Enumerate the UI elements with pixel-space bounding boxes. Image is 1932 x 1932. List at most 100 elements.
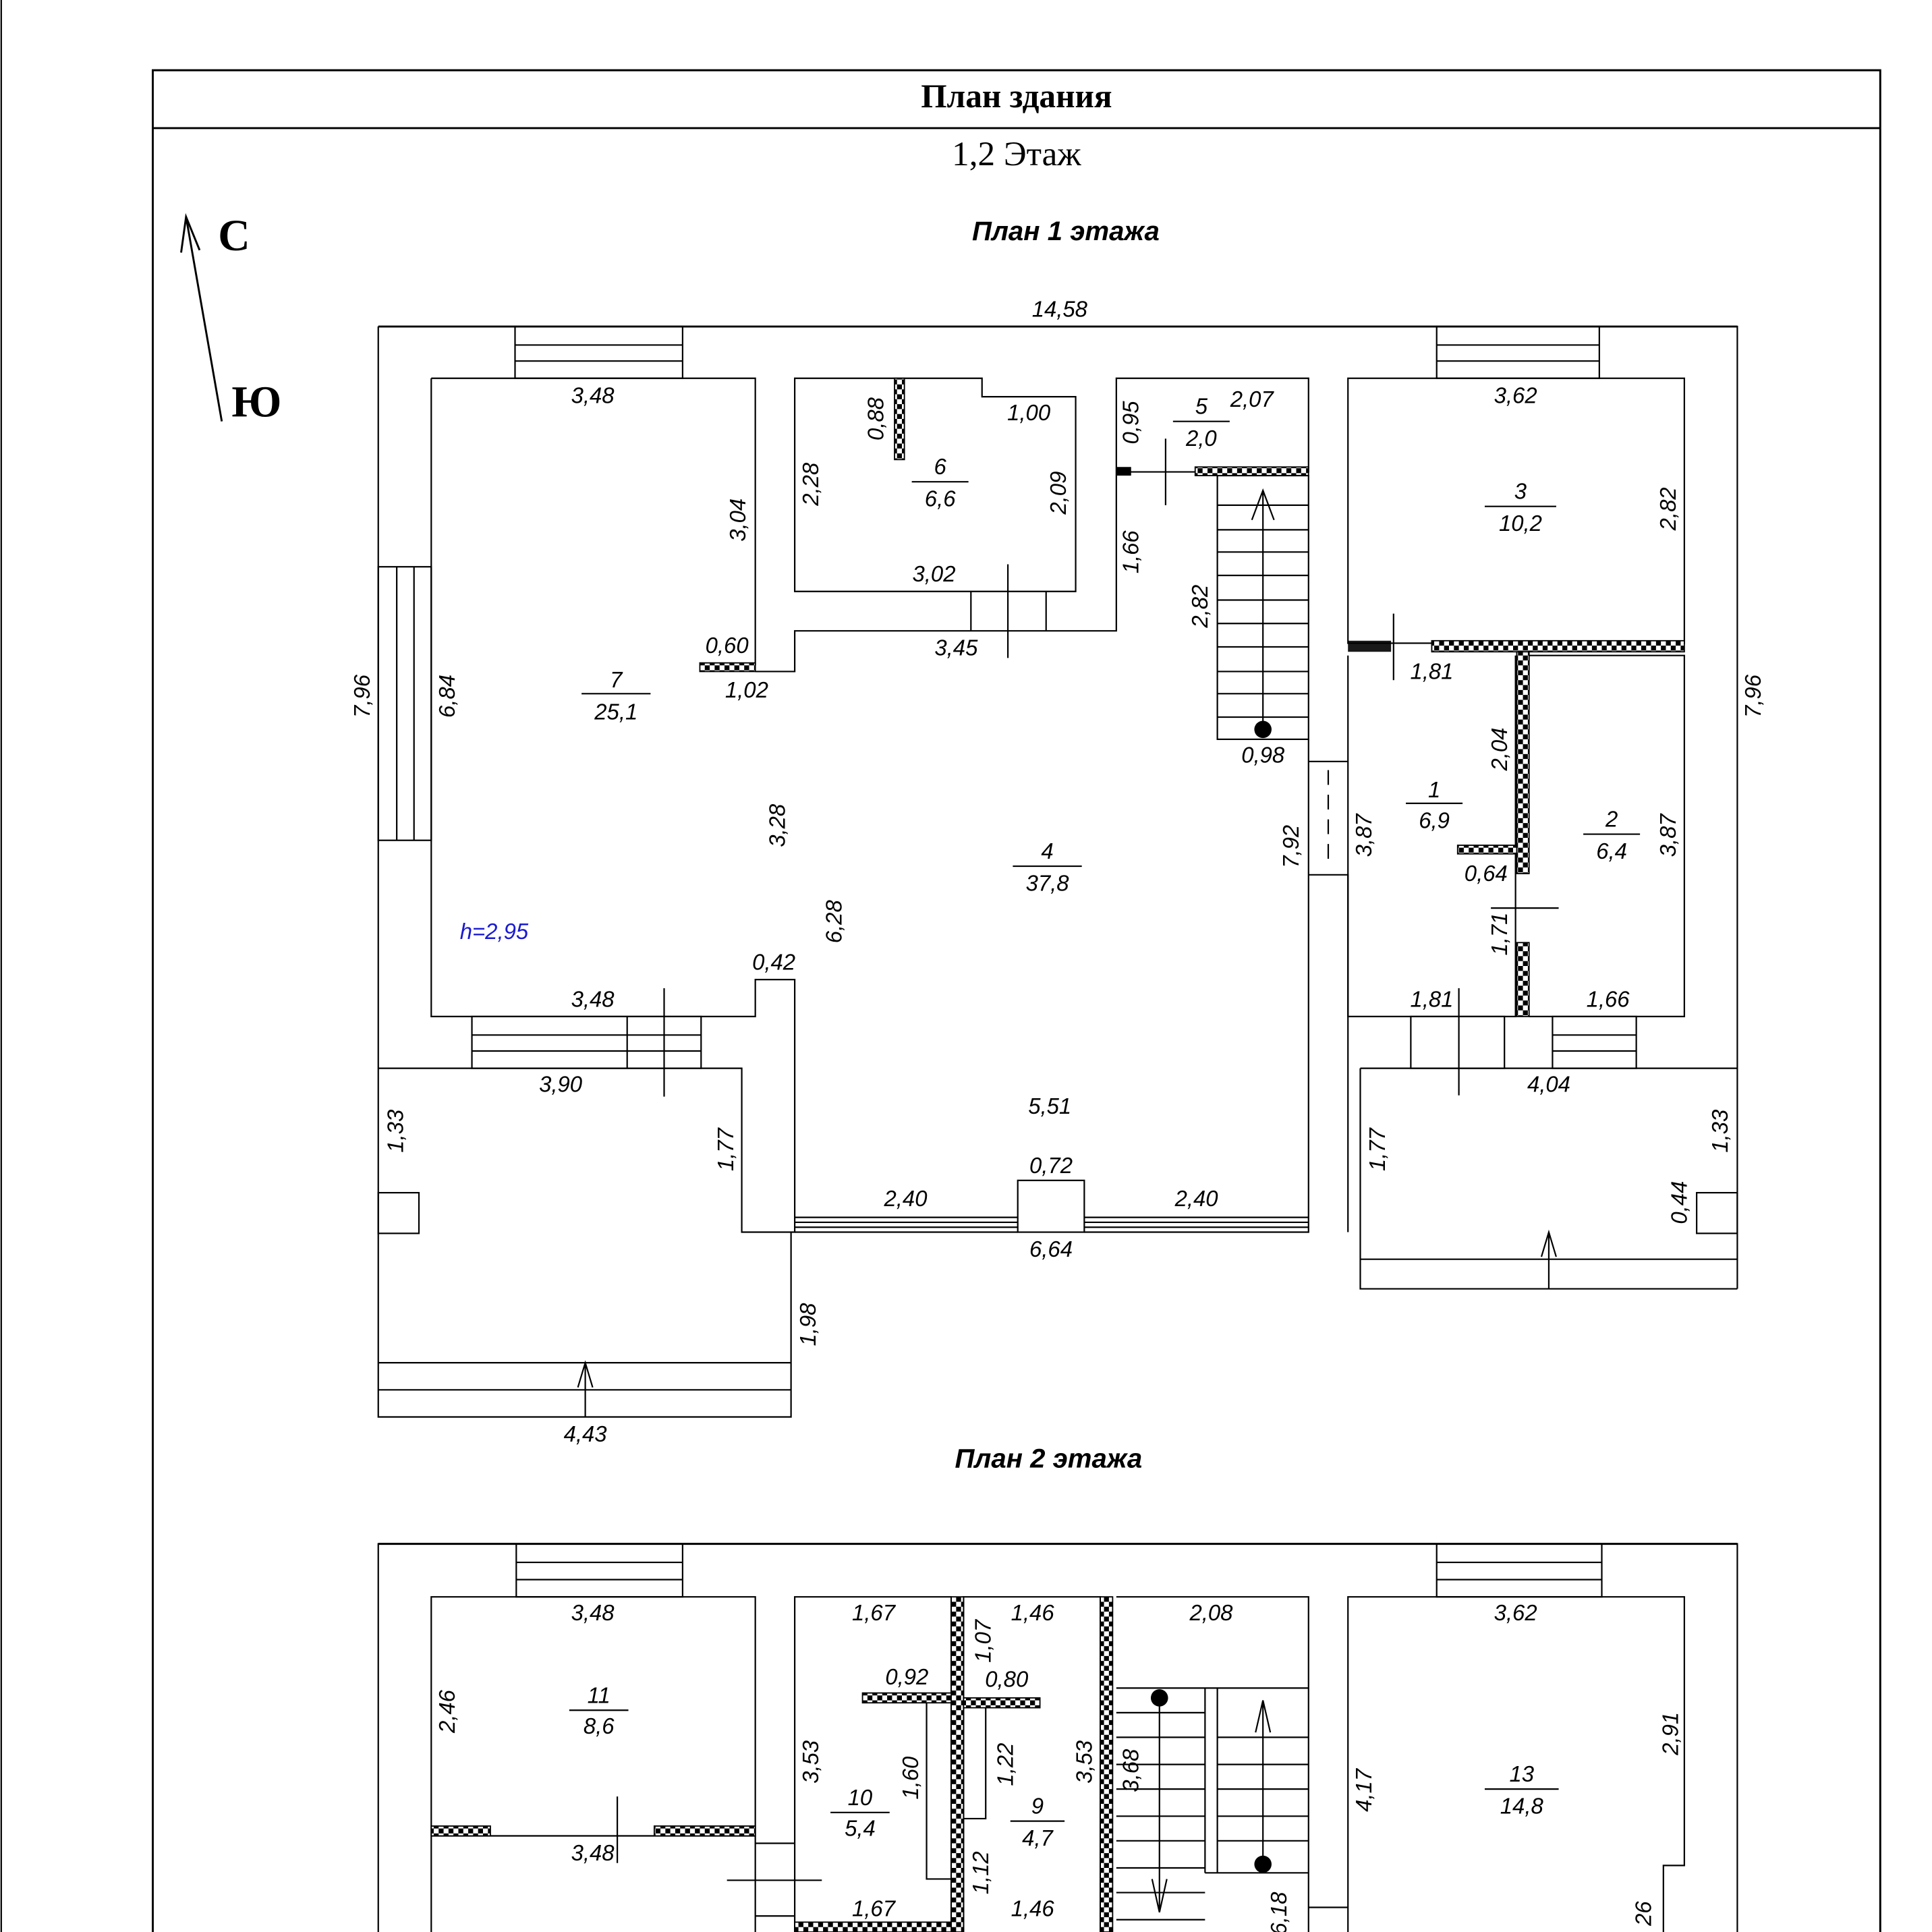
dimension: 0,80 [985, 1667, 1028, 1692]
dimension: 3,45 [934, 635, 978, 660]
room-1-label: 16,9 [1406, 777, 1463, 832]
dimension: 3,48 [571, 1600, 615, 1625]
dimension: 1,33 [1707, 1110, 1732, 1153]
dimension: 3,90 [539, 1071, 582, 1096]
plan-2-staircase [1116, 1688, 1309, 1921]
compass-south-label: Ю [231, 377, 281, 426]
room-area: 6,4 [1596, 839, 1627, 863]
title-block: План здания 1,2 Этаж [152, 69, 1881, 1932]
dimension: 0,98 [1241, 743, 1285, 768]
dimension: 2,09 [1046, 472, 1071, 515]
dimension: 3,53 [1071, 1740, 1096, 1784]
room-area: 6,6 [925, 486, 956, 511]
ceiling-height-note: h=2,95 [460, 919, 529, 944]
dimension: 3,87 [1351, 813, 1376, 857]
dimension: 1,07 [971, 1618, 996, 1663]
room-area: 5,4 [845, 1816, 876, 1841]
compass-arrow-icon: С Ю [180, 211, 281, 426]
dimension: 0,88 [863, 397, 888, 441]
floor-plan-1: План 1 этажа 725,1 66,6 52,0 310,2 16,9 … [349, 216, 1765, 1446]
dimension: 5,51 [1028, 1093, 1071, 1118]
room-number: 6 [934, 454, 947, 479]
plan-1-title: План 1 этажа [972, 216, 1160, 246]
room-number: 5 [1195, 394, 1208, 419]
room-5-label: 52,0 [1172, 394, 1230, 451]
dimension: 1,12 [968, 1851, 993, 1894]
dimension: 4,17 [1351, 1767, 1376, 1812]
dimension: 3,62 [1494, 1600, 1537, 1625]
dimension: 3,48 [571, 1840, 615, 1865]
sheet-title: План здания [921, 78, 1112, 115]
plan-1-dimensions-vertical: 0,88 0,95 2,28 2,09 3,04 2,82 1,66 2,82 … [349, 397, 1765, 1346]
dimension: 7,96 [1740, 674, 1765, 718]
dimension: 0,60 [706, 633, 749, 658]
plan-1-walls [377, 325, 1738, 1418]
plan-2-walls [377, 1543, 1738, 1932]
dimension: 3,48 [571, 382, 615, 407]
room-area: 37,8 [1026, 871, 1070, 896]
dimension: 4,43 [564, 1421, 607, 1446]
room-number: 9 [1031, 1794, 1044, 1819]
plan-1-staircase [1216, 474, 1309, 741]
dimension: 14,58 [1032, 296, 1088, 321]
room-area: 10,2 [1499, 511, 1542, 536]
room-number: 1 [1428, 777, 1440, 802]
plan-1-room-labels: 725,1 66,6 52,0 310,2 16,9 26,4 437,8 h=… [460, 394, 1641, 944]
dimension: 1,77 [1365, 1127, 1390, 1171]
dimension: 3,48 [571, 986, 615, 1011]
dimension: 3,04 [725, 499, 750, 542]
room-area: 6,9 [1419, 807, 1450, 832]
room-number: 13 [1509, 1761, 1534, 1786]
room-6-label: 66,6 [911, 454, 969, 511]
dimension: 6,18 [1266, 1892, 1291, 1932]
dimension: 2,07 [1230, 387, 1275, 411]
dimension: 2,40 [884, 1186, 928, 1211]
dimension: 1,33 [382, 1110, 407, 1153]
room-number: 3 [1514, 479, 1527, 504]
dimension: 1,22 [992, 1743, 1017, 1786]
dimension: 4,04 [1527, 1071, 1570, 1096]
dimension: 1,98 [795, 1303, 820, 1346]
room-4-label: 437,8 [1013, 839, 1082, 896]
dimension: 1,00 [1007, 400, 1050, 425]
dimension: 1,67 [852, 1600, 897, 1625]
dimension: 3,28 [765, 803, 790, 847]
dimension: 2,28 [798, 462, 823, 507]
plan-2-dimensions-horizontal: 3,48 1,67 1,46 2,08 3,62 0,92 0,80 3,48 … [571, 1600, 1537, 1921]
dimension: 3,68 [1118, 1749, 1143, 1792]
dimension: 3,02 [913, 561, 956, 586]
room-number: 7 [610, 667, 623, 692]
room-area: 14,8 [1500, 1794, 1544, 1819]
room-number: 2 [1605, 807, 1618, 832]
dimension: 0,42 [752, 949, 795, 974]
compass-north-label: С [218, 211, 250, 260]
dimension: 2,08 [1189, 1600, 1233, 1625]
dimension: 1,46 [1011, 1896, 1055, 1921]
dimension: 2,46 [434, 1689, 459, 1734]
dimension: 1,60 [898, 1757, 923, 1800]
dimension: 3,87 [1655, 813, 1680, 857]
dimension: 7,92 [1278, 825, 1303, 868]
room-7-label: 725,1 [581, 667, 651, 724]
dimension: 3,62 [1494, 382, 1537, 407]
room-area: 2,0 [1185, 426, 1217, 451]
dimension: 7,96 [349, 674, 374, 718]
dimension: 2,91 [1658, 1712, 1683, 1756]
dimension: 1,46 [1011, 1600, 1055, 1625]
room-area: 4,7 [1022, 1825, 1054, 1850]
plan-1-dimensions-horizontal: 14,58 3,48 1,00 2,07 3,62 3,02 3,45 0,60… [539, 296, 1630, 1446]
dimension: 0,72 [1029, 1153, 1073, 1178]
dimension: 2,82 [1187, 585, 1212, 629]
room-11-label: 118,6 [569, 1682, 629, 1738]
dimension: 2,82 [1655, 487, 1680, 531]
dimension: 26 [1631, 1901, 1656, 1927]
plan-2-dimensions-vertical: 2,46 1,07 3,53 1,60 1,22 3,53 3,68 4,17 … [434, 1618, 1683, 1932]
plan-2-title: План 2 этажа [955, 1443, 1142, 1473]
dimension: 2,04 [1487, 728, 1512, 772]
room-3-label: 310,2 [1484, 479, 1556, 536]
dimension: 6,84 [434, 675, 459, 718]
room-number: 4 [1041, 839, 1053, 863]
